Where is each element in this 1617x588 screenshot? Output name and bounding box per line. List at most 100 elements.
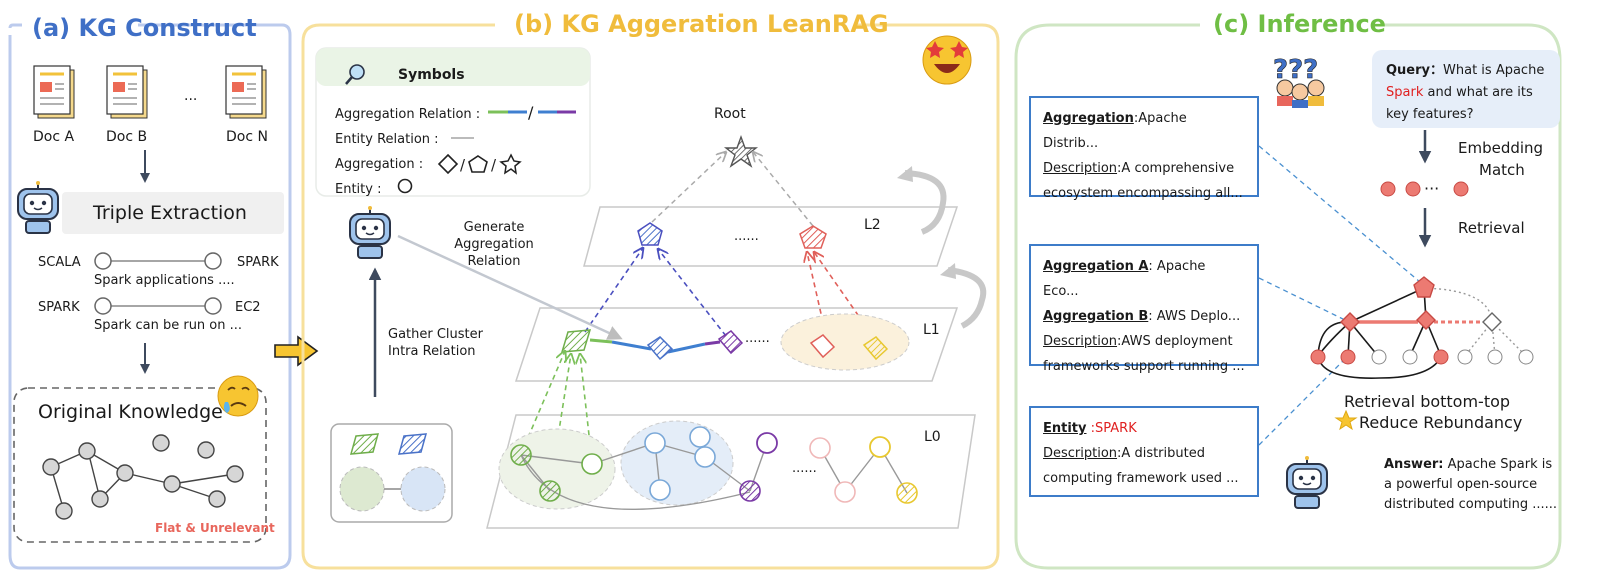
tree-leaf (1433, 349, 1449, 365)
box1-key-1: Aggregation (1043, 111, 1134, 126)
svg-text:/: / (460, 156, 466, 174)
retrieval-bottom-top-label: Retrieval bottom-top (1344, 392, 1510, 411)
box2-val-1: : Apache Eco... (1043, 259, 1206, 299)
box2-key-1: Aggregation A (1043, 259, 1149, 274)
box2-key-3: Description (1043, 334, 1118, 349)
triple-1-tail: SPARK (237, 255, 279, 270)
l0-node (581, 453, 603, 475)
triple-1-tail-node (204, 252, 222, 270)
l0-node (834, 481, 856, 503)
box3-val-3: computing framework used ... (1043, 471, 1239, 486)
connector-box2 (1258, 277, 1346, 321)
tree-pentagon-node (1413, 276, 1435, 298)
symbol-ent-rel-label: Entity Relation : (335, 132, 439, 147)
retrieval-tree-dotted (1423, 287, 1527, 357)
query-text-3: key features? (1386, 107, 1474, 122)
embedding-dot (1453, 181, 1469, 197)
box2-val-4: frameworks support running ... (1043, 359, 1245, 374)
l1-dots: ...... (745, 331, 770, 346)
triple-2-tail-node (204, 297, 222, 315)
gather-label-2: Intra Relation (388, 344, 476, 359)
triple-1-head-node (94, 252, 112, 270)
panel-b-title: (b) KG Aggeration LeanRAG (514, 10, 889, 38)
robot-icon (17, 181, 59, 234)
retrieved-box-entity: Entity :SPARK Description:A distributed … (1029, 406, 1259, 497)
panel-b: (b) KG Aggeration LeanRAG Symbols Aggreg… (301, 10, 1000, 570)
triple-2-head-node (94, 297, 112, 315)
query-bubble: Query：What is Apache Spark and what are … (1372, 50, 1560, 128)
l0-node (510, 444, 532, 466)
level-l1-label: L1 (923, 322, 940, 338)
star-eyes-emoji-icon (922, 35, 972, 85)
triple-2-text: Spark can be run on ... (94, 318, 242, 333)
symbol-agg-label: Aggregation : (335, 157, 423, 172)
embedding-ellipsis: ··· (1424, 179, 1439, 198)
triple-1-text: Spark applications .... (94, 273, 235, 288)
symbol-entity-label: Entity : (335, 182, 381, 197)
box1-val-2: :A comprehensive (1117, 161, 1235, 176)
triple-extraction-title: Triple Extraction (92, 202, 247, 224)
reduce-label: Reduce Rebundancy (1359, 413, 1522, 432)
triple-extraction-box (62, 192, 284, 234)
l1-yellow-diamond (862, 336, 889, 361)
l0-node (756, 432, 778, 454)
answer-line-1: Apache Spark is (1447, 457, 1553, 472)
entity-circle-icon (397, 178, 413, 194)
l2-dots: ...... (734, 229, 759, 244)
original-knowledge-box (13, 387, 267, 543)
embedding-label-1: Embedding (1458, 139, 1543, 157)
magnifier-icon (345, 64, 365, 85)
tree-leaf (1310, 349, 1326, 365)
tree-leaf (1371, 349, 1387, 365)
doc-n-icon (225, 65, 267, 119)
panel-c-title: (c) Inference (1213, 10, 1386, 38)
query-text-1: What is Apache (1443, 63, 1545, 78)
connector-box1 (1258, 145, 1421, 283)
l0-node (644, 432, 666, 454)
tree-leaf (1487, 349, 1503, 365)
confused-people-icon: ??? (1273, 55, 1325, 108)
doc-a-icon (33, 65, 75, 119)
box3-val-1: :SPARK (1090, 421, 1137, 436)
l0-blue-cluster (620, 420, 734, 506)
l1-blue-diamond (646, 336, 674, 361)
l0-node (649, 479, 671, 501)
star-icon (1334, 409, 1358, 431)
l0-node (809, 437, 831, 459)
l2-red-pentagon (799, 225, 827, 249)
level-l2-label: L2 (864, 217, 881, 233)
triple-2-head: SPARK (38, 300, 80, 315)
svg-text:/: / (491, 156, 497, 174)
tree-diamond-node (1416, 310, 1436, 330)
box3-val-2: :A distributed (1117, 446, 1205, 461)
connector-box3 (1258, 357, 1347, 446)
plane-l2 (583, 206, 959, 267)
l0-node (869, 436, 891, 458)
tree-leaf (1340, 349, 1356, 365)
box2-val-3: :AWS deployment (1117, 334, 1233, 349)
retrieved-box-aggregations: Aggregation A: Apache Eco... Aggregation… (1029, 244, 1259, 374)
answer-line-3: distributed computing ...... (1384, 497, 1558, 512)
star-icon (499, 153, 522, 175)
root-star-icon (723, 134, 759, 168)
pentagon-icon (468, 155, 488, 173)
retrieved-box-aggregation: Aggregation:Apache Distrib... Descriptio… (1029, 96, 1259, 201)
diamond-icon (437, 153, 459, 175)
l1-red-diamond (809, 334, 836, 359)
l0-node (739, 480, 761, 502)
embedding-label-2: Match (1479, 161, 1525, 179)
answer-label: Answer: (1384, 457, 1444, 472)
l0-dots: ...... (792, 461, 817, 476)
next-arrow-icon (274, 335, 319, 367)
generate-label-1: Generate (464, 220, 525, 235)
panel-a-title: (a) KG Construct (32, 14, 257, 42)
curved-arrow-l2 (904, 170, 947, 235)
l2-blue-pentagon (637, 222, 663, 246)
original-knowledge-title: Original Knowledge (38, 401, 223, 423)
query-keyword: Spark (1386, 85, 1424, 100)
tree-leaf (1402, 349, 1418, 365)
panel-a: (a) KG Construct (8, 14, 292, 570)
tree-diamond-node (1482, 312, 1502, 332)
